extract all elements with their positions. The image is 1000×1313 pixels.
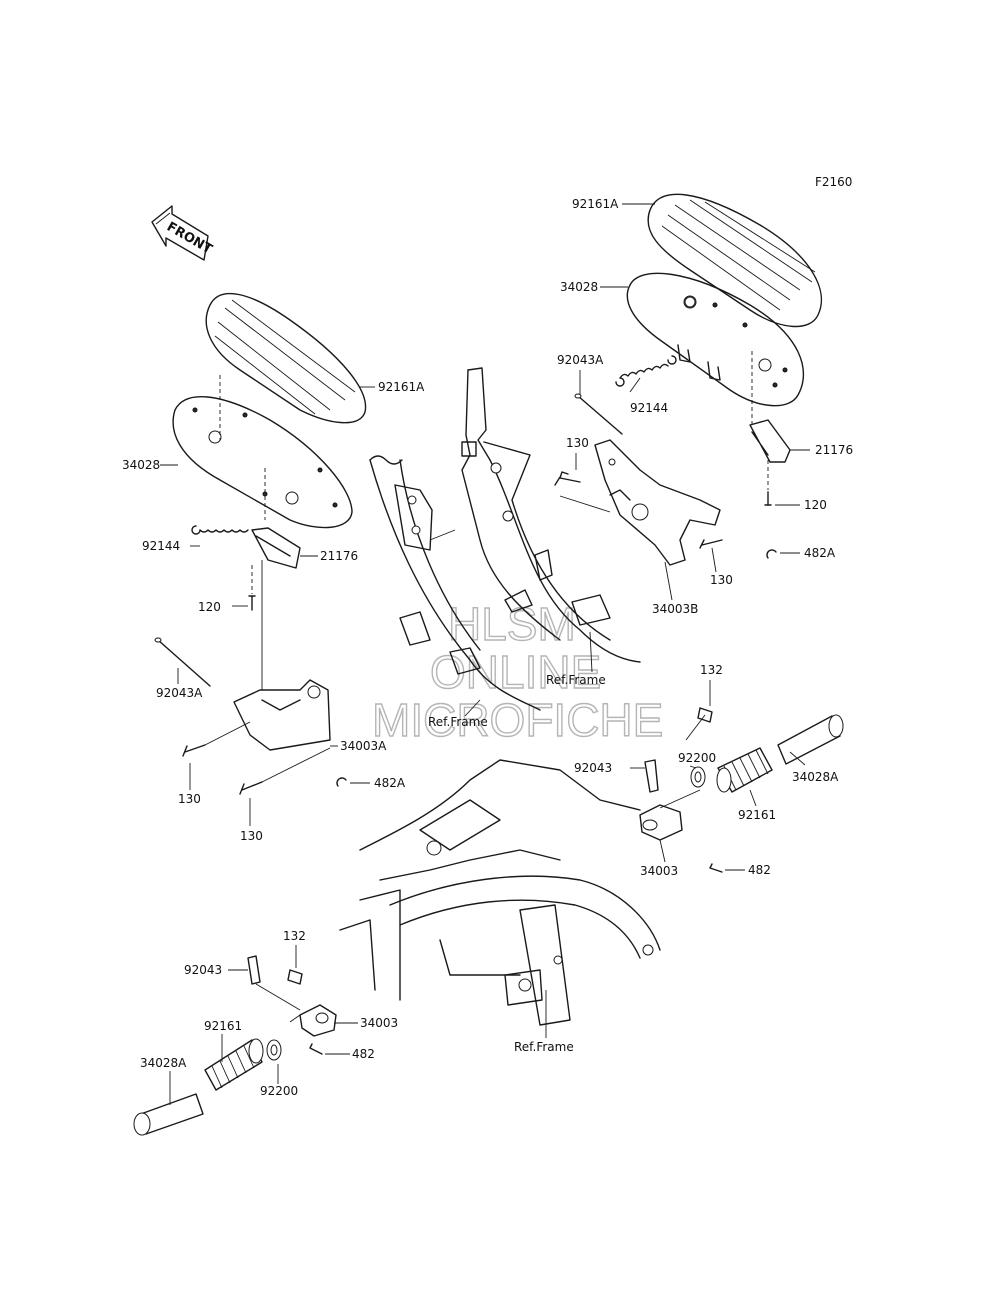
callout-ref-frame-3: Ref.Frame xyxy=(514,1040,574,1054)
callout-132-left: 132 xyxy=(283,929,306,943)
left-pad-clip-21176 xyxy=(251,527,301,569)
callout-482A-right: 482A xyxy=(804,546,836,560)
callout-130-right-bottom: 130 xyxy=(710,573,733,587)
callout-92161A-right: 92161A xyxy=(572,197,619,211)
right-peg-holder-34003 xyxy=(639,804,683,841)
callout-21176-right: 21176 xyxy=(815,443,853,457)
callout-34003-right: 34003 xyxy=(640,864,678,878)
right-bolts-130 xyxy=(554,471,723,549)
callout-482A-left: 482A xyxy=(374,776,406,790)
left-peg-rubber-92161 xyxy=(204,1038,264,1091)
diagram-code: F2160 xyxy=(815,175,852,189)
left-bolts-130 xyxy=(182,721,331,795)
watermark-line1: HLSM xyxy=(448,598,576,650)
callout-34028-left: 34028 xyxy=(122,458,160,472)
right-pin-92043A xyxy=(574,393,623,435)
right-floorboard-bracket xyxy=(626,272,805,407)
left-pin-92043A xyxy=(154,560,263,690)
left-peg-pin-92043 xyxy=(247,955,261,985)
right-floorboard-pad xyxy=(647,193,823,328)
callout-92200-left: 92200 xyxy=(260,1084,298,1098)
callout-92161-left: 92161 xyxy=(204,1019,242,1033)
left-peg-holder-34003 xyxy=(255,983,337,1037)
left-floorboard-pad xyxy=(205,292,367,424)
callout-34028-right: 34028 xyxy=(560,280,598,294)
right-peg-rubber-92161 xyxy=(716,747,773,793)
callout-92144-right: 92144 xyxy=(630,401,668,415)
left-spring xyxy=(191,525,249,535)
left-peg-bolt-132 xyxy=(287,969,303,985)
callout-92161-right: 92161 xyxy=(738,808,776,822)
callout-92043A-left: 92043A xyxy=(156,686,203,700)
left-peg-washer-92200 xyxy=(266,1039,282,1061)
callout-34003A: 34003A xyxy=(340,739,387,753)
right-screw-120 xyxy=(764,460,772,506)
right-peg-clip-482 xyxy=(709,863,723,873)
callout-132-right: 132 xyxy=(700,663,723,677)
left-clip-482A xyxy=(336,777,347,787)
right-spring xyxy=(615,355,677,387)
right-clip-482A xyxy=(766,549,777,559)
frame-lower xyxy=(339,759,661,1026)
right-holder-34003B xyxy=(594,439,721,566)
callout-130-right-top: 130 xyxy=(566,436,589,450)
callout-92144-left: 92144 xyxy=(142,539,180,553)
callout-34028A-right: 34028A xyxy=(792,770,839,784)
left-floorboard-bracket xyxy=(172,375,353,529)
callout-130-left-b: 130 xyxy=(240,829,263,843)
left-peg-clip-482 xyxy=(309,1043,323,1055)
front-arrow-icon: FRONT xyxy=(151,205,215,261)
watermark: HLSM ONLINE MICROFICHE xyxy=(371,597,664,746)
callout-92200-right: 92200 xyxy=(678,751,716,765)
callout-21176-left: 21176 xyxy=(320,549,358,563)
callout-482-right: 482 xyxy=(748,863,771,877)
callout-120-right: 120 xyxy=(804,498,827,512)
callout-482-left: 482 xyxy=(352,1047,375,1061)
callout-labels: 92161A 34028 92043A 92144 21176 130 120 … xyxy=(122,197,853,1098)
callout-92161A-left: 92161A xyxy=(378,380,425,394)
right-peg-pin-92043 xyxy=(644,759,659,793)
callout-92043-left: 92043 xyxy=(184,963,222,977)
right-peg-bolt-132 xyxy=(685,707,713,741)
callout-34003B: 34003B xyxy=(652,602,698,616)
right-pad-clip-21176 xyxy=(749,350,791,463)
callout-34028A-left: 34028A xyxy=(140,1056,187,1070)
right-peg-assembly-line xyxy=(659,789,701,809)
callout-ref-frame-1: Ref.Frame xyxy=(546,673,606,687)
callout-130-left-a: 130 xyxy=(178,792,201,806)
right-peg-washer-92200 xyxy=(690,766,706,788)
watermark-line2: ONLINE xyxy=(430,646,601,698)
left-holder-34003A xyxy=(233,679,331,751)
frame-upper xyxy=(369,367,641,711)
callout-92043A-right: 92043A xyxy=(557,353,604,367)
callout-34003-left: 34003 xyxy=(360,1016,398,1030)
left-peg-cap-34028A xyxy=(133,1093,204,1136)
watermark-line3: MICROFICHE xyxy=(372,694,663,746)
callout-92043-right: 92043 xyxy=(574,761,612,775)
leader-lines xyxy=(160,203,810,1105)
callout-120-left: 120 xyxy=(198,600,221,614)
left-screw-120 xyxy=(248,565,256,611)
right-peg-cap-34028A xyxy=(777,714,844,765)
callout-ref-frame-2: Ref.Frame xyxy=(428,715,488,729)
